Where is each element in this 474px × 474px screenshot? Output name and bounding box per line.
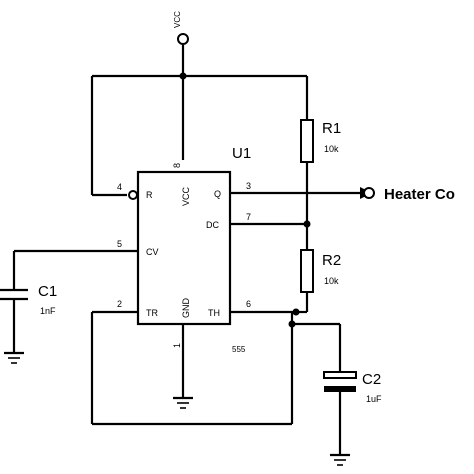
r1-reference: R1 <box>322 120 341 137</box>
pin-number-vcc: 8 <box>172 163 182 168</box>
pin-name-trigger: TR <box>146 308 158 318</box>
pin-number-discharge: 7 <box>246 212 251 222</box>
r1-value: 10k <box>324 144 339 154</box>
ground-symbol-ic <box>173 396 193 409</box>
pin-name-reset: R <box>146 190 153 200</box>
ic-reference: U1 <box>232 145 251 162</box>
reset-inversion-bubble <box>128 190 138 200</box>
output-terminal: Heater Co <box>360 186 455 203</box>
pin-number-reset: 4 <box>117 182 122 192</box>
pin-name-threshold: TH <box>208 308 220 318</box>
c2-reference: C2 <box>362 371 381 388</box>
resistor-r2: R2 10k <box>296 249 341 314</box>
ground-symbol-c2 <box>330 453 350 466</box>
timing-node-wires <box>90 308 342 426</box>
ic-body <box>136 170 232 326</box>
pin-number-ground: 1 <box>172 343 182 348</box>
pin-number-control: 5 <box>117 239 122 249</box>
resistor-r1: R1 10k <box>300 119 341 250</box>
top-rail-wires <box>90 72 309 197</box>
output-label: Heater Co <box>384 186 455 203</box>
pin-name-discharge: DC <box>206 220 219 230</box>
ic-555: U1 555 4 R 8 VCC 3 Q 7 DC 5 CV 2 TR 1 GN… <box>14 145 360 398</box>
pin-name-ground: GND <box>181 298 191 319</box>
r2-reference: R2 <box>322 252 341 269</box>
pin-name-output: Q <box>214 189 221 199</box>
pin-number-threshold: 6 <box>246 299 251 309</box>
c1-value: 1nF <box>40 306 56 316</box>
ic-part-number: 555 <box>232 345 246 354</box>
vcc-terminal: VCC <box>173 11 189 160</box>
c2-value: 1uF <box>366 394 382 404</box>
pin-name-vcc: VCC <box>181 186 191 206</box>
r2-value: 10k <box>324 276 339 286</box>
pin-number-trigger: 2 <box>117 299 122 309</box>
capacitor-c2: C2 1uF <box>323 371 382 455</box>
pin-number-output: 3 <box>246 181 251 191</box>
ground-symbol-c1 <box>4 351 24 364</box>
pin-name-control: CV <box>146 247 159 257</box>
c1-reference: C1 <box>38 283 57 300</box>
vcc-supply-label: VCC <box>173 11 182 28</box>
capacitor-c1: C1 1nF <box>0 251 57 353</box>
